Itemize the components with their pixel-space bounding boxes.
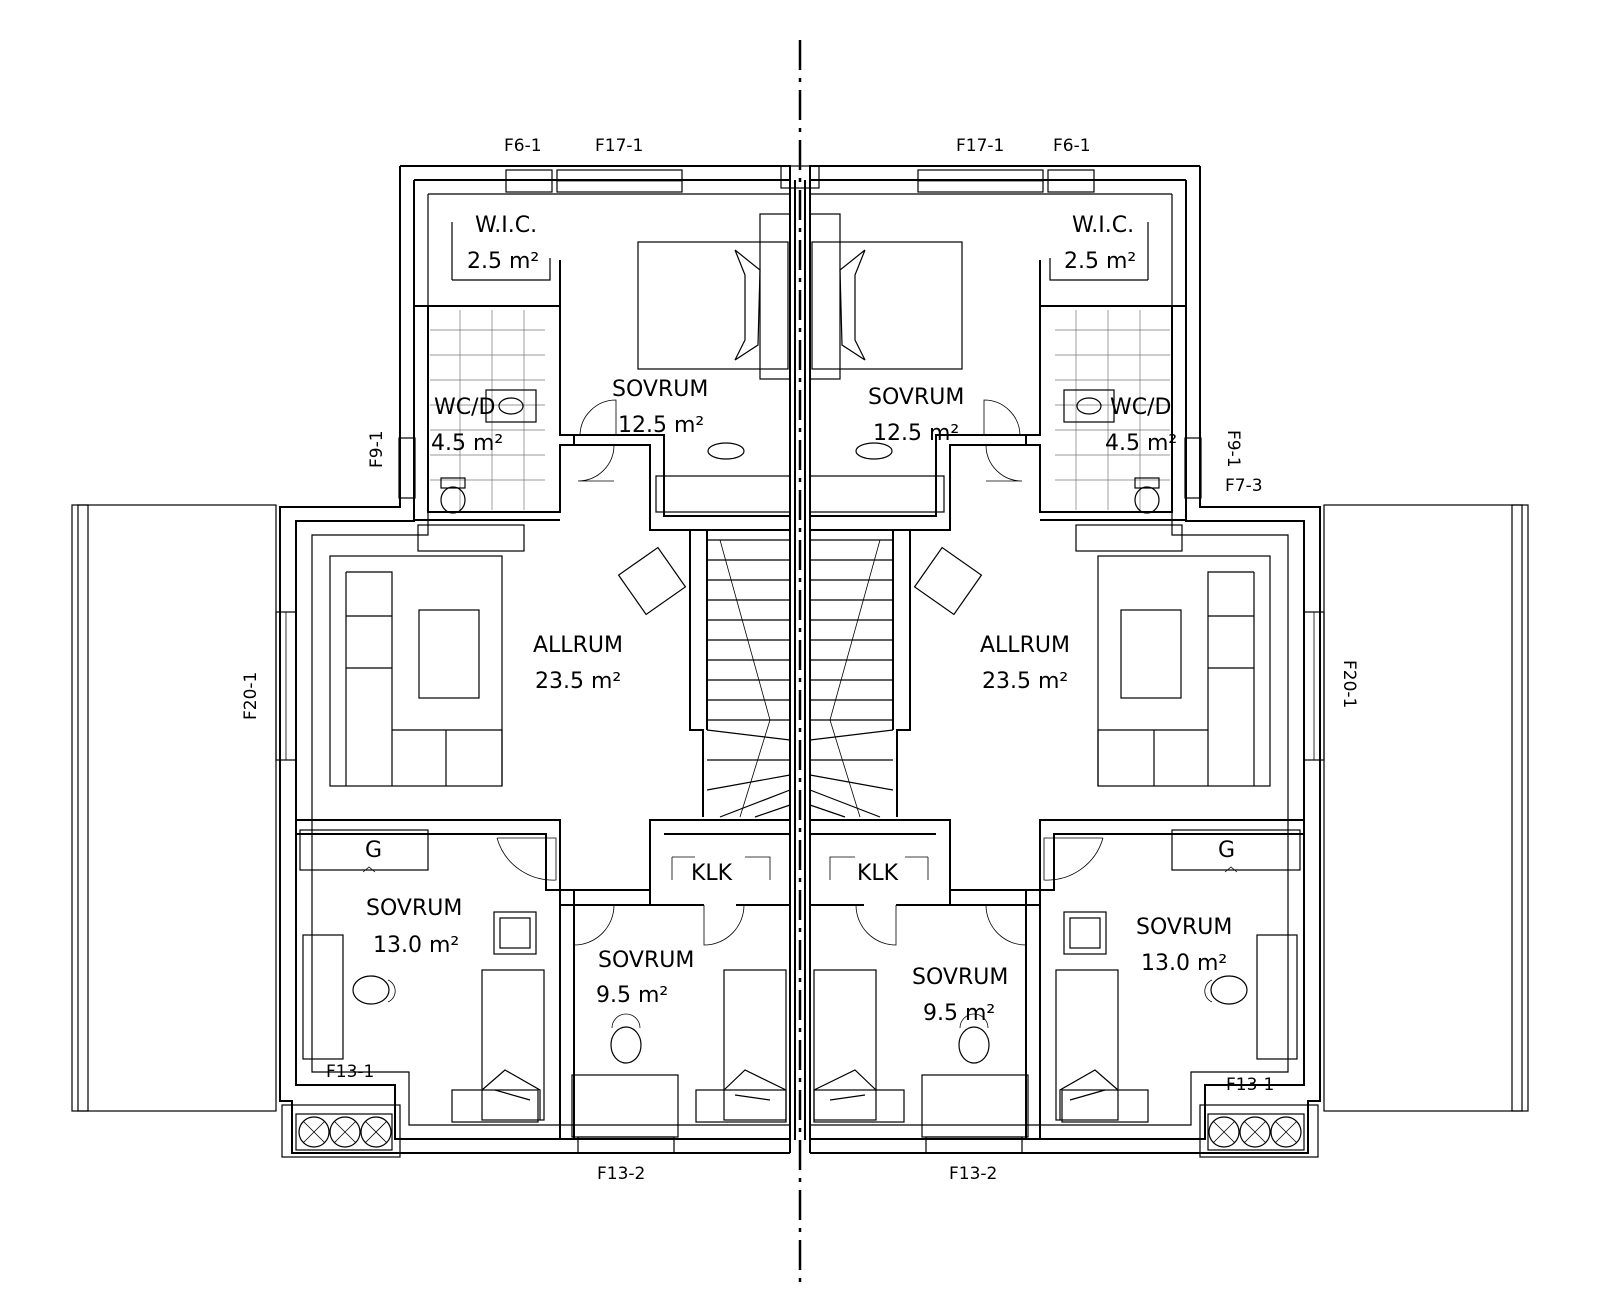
master-right-area: 12.5 m² bbox=[873, 421, 959, 446]
allrum-right-area: 23.5 m² bbox=[982, 669, 1068, 694]
window-label-f20-left: F20-1 bbox=[241, 672, 261, 720]
window-label-f9-left: F9-1 bbox=[367, 430, 387, 468]
wc-right-area: 4.5 m² bbox=[1105, 431, 1177, 456]
klk-left: KLK bbox=[691, 861, 733, 886]
unit-left bbox=[71, 165, 791, 1158]
allrum-left-name: ALLRUM bbox=[533, 633, 623, 658]
master-right-name: SOVRUM bbox=[868, 385, 964, 410]
allrum-right-name: ALLRUM bbox=[980, 633, 1070, 658]
window-label-f13-1-right: F13-1 bbox=[1226, 1075, 1274, 1095]
window-label-f13-2-left: F13-2 bbox=[597, 1164, 645, 1184]
wic-right-area: 2.5 m² bbox=[1064, 249, 1136, 274]
bed13-left-area: 13.0 m² bbox=[373, 933, 459, 958]
master-left-area: 12.5 m² bbox=[618, 413, 704, 438]
unit-right bbox=[809, 165, 1529, 1158]
window-label-f6-left: F6-1 bbox=[504, 136, 542, 156]
g-left: G bbox=[365, 838, 382, 863]
window-label-f17-left: F17-1 bbox=[595, 136, 643, 156]
bed13-right-area: 13.0 m² bbox=[1141, 951, 1227, 976]
window-label-f13-2-right: F13-2 bbox=[949, 1164, 997, 1184]
wic-right-name: W.I.C. bbox=[1072, 213, 1134, 238]
bed13-left-name: SOVRUM bbox=[366, 896, 462, 921]
window-label-f7-right: F7-3 bbox=[1225, 476, 1263, 496]
wc-left-area: 4.5 m² bbox=[431, 431, 503, 456]
klk-right: KLK bbox=[857, 861, 899, 886]
wc-right-name: WC/D bbox=[1110, 395, 1171, 420]
allrum-left-area: 23.5 m² bbox=[535, 669, 621, 694]
window-label-f20-right: F20-1 bbox=[1339, 660, 1359, 708]
bed9-left-name: SOVRUM bbox=[598, 948, 694, 973]
wic-left-name: W.I.C. bbox=[475, 213, 537, 238]
bed13-right-name: SOVRUM bbox=[1136, 915, 1232, 940]
bed9-right-name: SOVRUM bbox=[912, 965, 1008, 990]
wc-left-name: WC/D bbox=[434, 395, 495, 420]
g-right: G bbox=[1218, 838, 1235, 863]
master-left-name: SOVRUM bbox=[612, 377, 708, 402]
window-label-f9-right: F9-1 bbox=[1223, 430, 1243, 468]
window-label-f13-1-left: F13-1 bbox=[326, 1062, 374, 1082]
bed9-right-area: 9.5 m² bbox=[923, 1001, 995, 1026]
wic-left-area: 2.5 m² bbox=[467, 249, 539, 274]
window-label-f17-right: F17-1 bbox=[956, 136, 1004, 156]
tile-grid bbox=[430, 310, 545, 510]
bed9-left-area: 9.5 m² bbox=[596, 983, 668, 1008]
window-label-f6-right: F6-1 bbox=[1053, 136, 1091, 156]
